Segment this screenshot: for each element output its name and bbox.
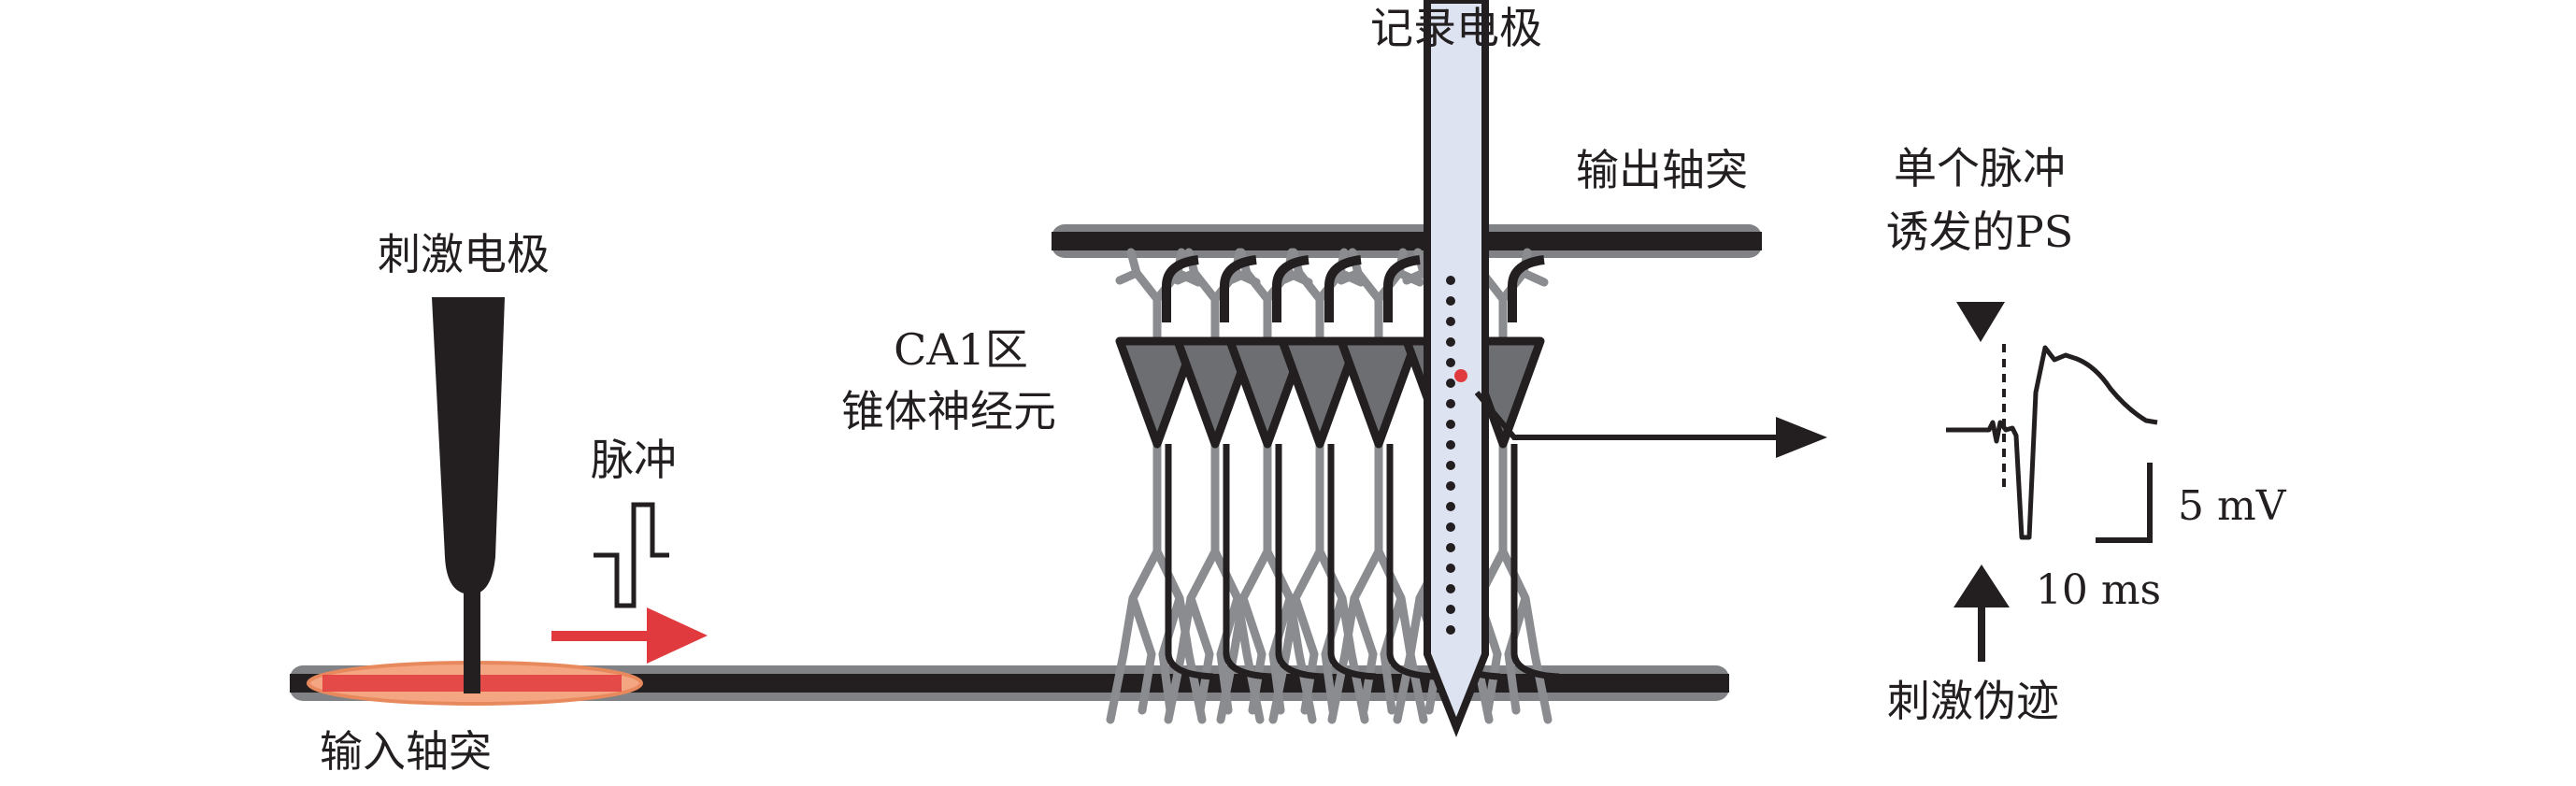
electrode-fill-dot xyxy=(1446,276,1455,285)
electrode-fill-dot xyxy=(1446,379,1455,388)
arrow-right-icon xyxy=(1474,391,1827,458)
basal-dendrite xyxy=(1327,439,1428,724)
voltage-scale-label: 5 mV xyxy=(2178,482,2287,530)
neuron-soma xyxy=(1115,336,1199,449)
electrode-fill-dot xyxy=(1446,605,1455,614)
output-axon-bundle xyxy=(1052,224,1762,258)
single-pulse-label-2: 诱发的PS xyxy=(1886,207,2073,257)
electrode-fill-dot xyxy=(1446,543,1455,552)
axon-collateral xyxy=(1324,255,1362,322)
pulse-label: 脉冲 xyxy=(591,435,677,485)
apical-dendrite xyxy=(1278,248,1366,346)
descending-axon xyxy=(1223,444,1272,680)
axon-collateral xyxy=(1383,255,1421,322)
electrode-fill-dot xyxy=(1446,481,1455,491)
ca1-pyramidal-neurons xyxy=(1106,248,1560,724)
pulse-waveform-icon xyxy=(594,502,669,608)
electrode-fill-dot xyxy=(1446,564,1455,573)
electrode-fill-dot xyxy=(1446,399,1455,408)
electrode-fill-dot xyxy=(1446,522,1455,532)
neuron-soma xyxy=(1225,336,1309,449)
descending-axon xyxy=(1386,444,1436,680)
neuron-soma xyxy=(1278,336,1362,449)
population-spike-trace xyxy=(1946,302,2158,662)
recording-site xyxy=(1454,369,1467,382)
single-pulse-label-1: 单个脉冲 xyxy=(1894,143,2066,193)
apical-dendrite xyxy=(1115,248,1203,346)
input-axon-label: 输入轴突 xyxy=(320,726,492,777)
scale-bar xyxy=(2096,463,2153,543)
ca1-label-2: 锥体神经元 xyxy=(841,386,1056,436)
axon-collateral xyxy=(1220,255,1257,322)
descending-axon xyxy=(1510,444,1560,680)
stimulating-electrode-label: 刺激电极 xyxy=(378,229,550,279)
electrode-fill-dot xyxy=(1446,337,1455,347)
stimulus-artifact-label: 刺激伪迹 xyxy=(1887,676,2059,726)
apical-dendrite xyxy=(1173,248,1261,346)
recording-electrode-label: 记录电极 xyxy=(1370,3,1542,53)
ca1-label-1: CA1区 xyxy=(894,324,1028,375)
output-axon-label: 输出轴突 xyxy=(1576,145,1748,195)
neuron-soma xyxy=(1337,336,1421,449)
descending-axon xyxy=(1327,444,1377,680)
electrode-fill-dot xyxy=(1446,440,1455,450)
recording-electrode-icon xyxy=(1424,0,1489,737)
descending-axon xyxy=(1165,444,1214,680)
axon-collateral xyxy=(1508,255,1545,322)
electrode-fill-dot xyxy=(1446,317,1455,326)
axon-collateral xyxy=(1162,255,1199,322)
propagation-arrow xyxy=(551,607,708,664)
electrode-fill-dot xyxy=(1446,502,1455,511)
electrode-fill-dot xyxy=(1446,625,1455,635)
electrode-fill-dot xyxy=(1446,358,1455,367)
electrode-fill-dot xyxy=(1446,420,1455,429)
electrode-fill-dot xyxy=(1446,296,1455,306)
descending-axon xyxy=(1275,444,1324,680)
apical-dendrite xyxy=(1337,248,1424,346)
apical-dendrite xyxy=(1225,248,1313,346)
time-scale-label: 10 ms xyxy=(2036,566,2161,614)
neuron-soma xyxy=(1173,336,1257,449)
electrode-fill-dot xyxy=(1446,584,1455,593)
electrode-fill-dot xyxy=(1446,461,1455,470)
axon-collateral xyxy=(1272,255,1309,322)
stimulating-electrode-icon xyxy=(432,297,505,693)
